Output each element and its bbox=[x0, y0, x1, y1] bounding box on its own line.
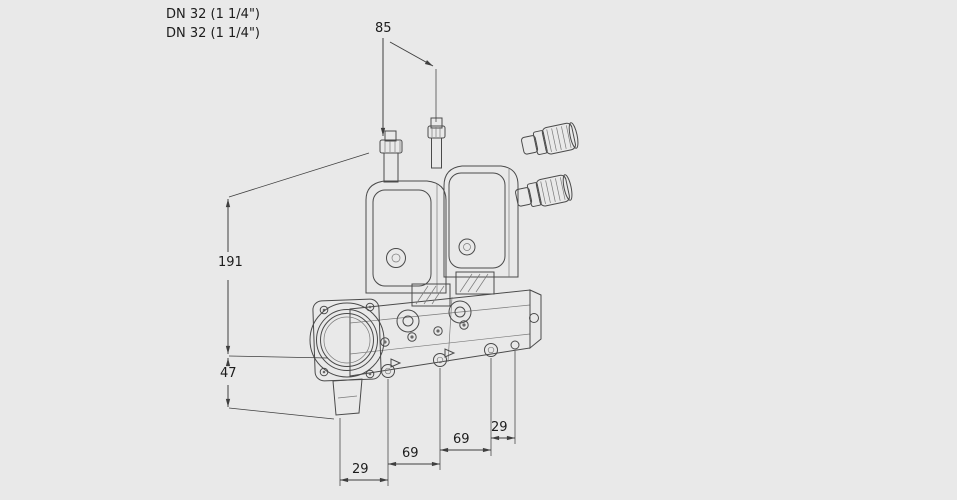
body-details bbox=[380, 300, 520, 378]
dim-85-leader-right bbox=[389, 41, 434, 67]
accessory-plug-1 bbox=[521, 122, 579, 155]
dim-label-29-left: 29 bbox=[352, 462, 369, 477]
dn-label-2: DN 32 (1 1/4") bbox=[166, 26, 260, 41]
right-connector-block bbox=[455, 271, 495, 295]
dn-label-1: DN 32 (1 1/4") bbox=[166, 7, 260, 22]
double-solenoid-valve bbox=[309, 117, 579, 416]
inlet-flange bbox=[309, 298, 385, 416]
left-connector-block bbox=[411, 283, 451, 307]
dim-47-extension-bottom bbox=[228, 407, 335, 420]
dim-191-extension-bottom bbox=[228, 355, 329, 359]
flow-arrow-right bbox=[444, 348, 456, 358]
bottom-boss bbox=[332, 378, 363, 416]
dim-label-191: 191 bbox=[218, 255, 243, 270]
right-solenoid-coil bbox=[427, 117, 519, 278]
dim-label-85: 85 bbox=[375, 21, 392, 36]
dim-label-69-left: 69 bbox=[402, 446, 419, 461]
dim-191-extension-top bbox=[228, 152, 370, 198]
left-solenoid-coil bbox=[365, 130, 447, 294]
accessory-plug-2 bbox=[515, 174, 573, 207]
valve-body bbox=[349, 289, 542, 377]
dimension-lines bbox=[225, 38, 516, 486]
flow-arrow-left bbox=[390, 358, 402, 368]
dim-label-47: 47 bbox=[220, 366, 237, 381]
dim-label-29-right: 29 bbox=[491, 420, 508, 435]
dim-label-69-right: 69 bbox=[453, 432, 470, 447]
